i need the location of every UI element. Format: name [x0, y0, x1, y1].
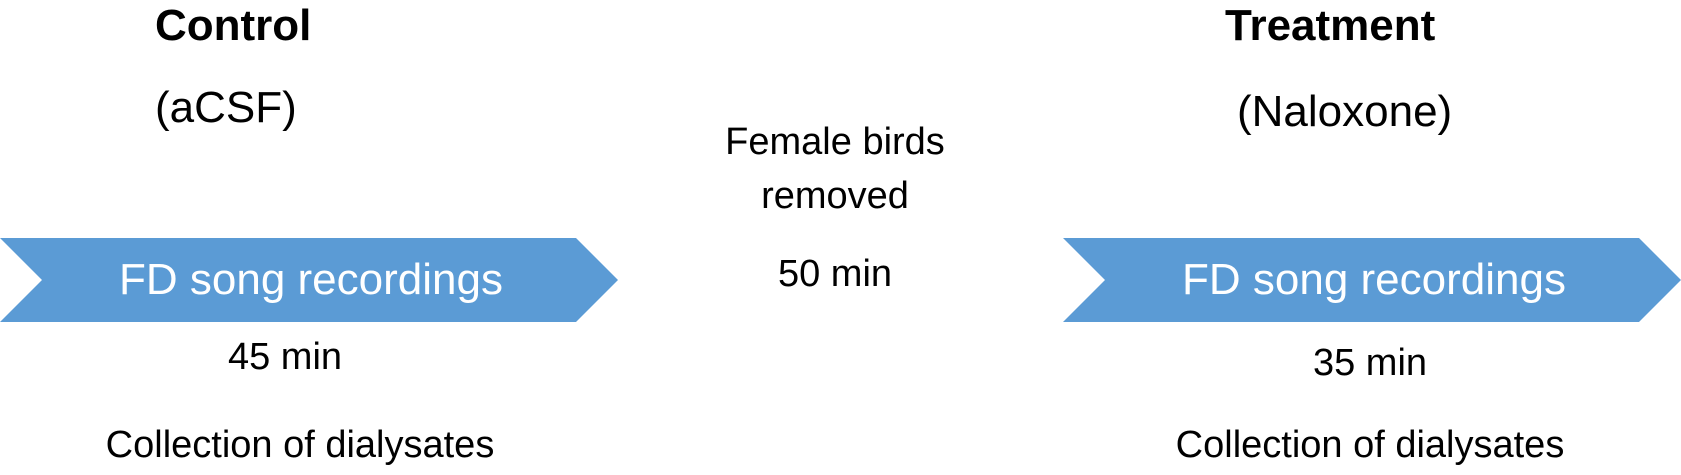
treatment-arrow-label: FD song recordings — [1182, 255, 1566, 304]
control-subtitle: (aCSF) — [155, 83, 297, 132]
control-arrow-shape — [0, 238, 618, 322]
middle-line-1: Female birds — [725, 121, 945, 163]
middle-line-2: removed — [761, 174, 909, 217]
control-arrow: FD song recordings — [0, 238, 618, 322]
control-duration: 45 min — [227, 336, 343, 378]
treatment-note: Collection of dialysates — [1175, 424, 1565, 466]
treatment-subtitle: (Naloxone) — [1237, 87, 1453, 136]
treatment-title: Treatment — [1225, 1, 1436, 50]
middle-block: Female birds removed — [665, 116, 1005, 224]
treatment-duration: 35 min — [1312, 342, 1428, 384]
middle-duration: 50 min — [777, 253, 893, 295]
control-arrow-label: FD song recordings — [119, 255, 503, 304]
treatment-arrow: FD song recordings — [1063, 238, 1681, 322]
control-note: Collection of dialysates — [105, 424, 495, 466]
control-title: Control — [155, 1, 312, 50]
treatment-arrow-shape — [1063, 238, 1681, 322]
control-arrow-polygon — [0, 238, 618, 322]
treatment-arrow-polygon — [1063, 238, 1681, 322]
